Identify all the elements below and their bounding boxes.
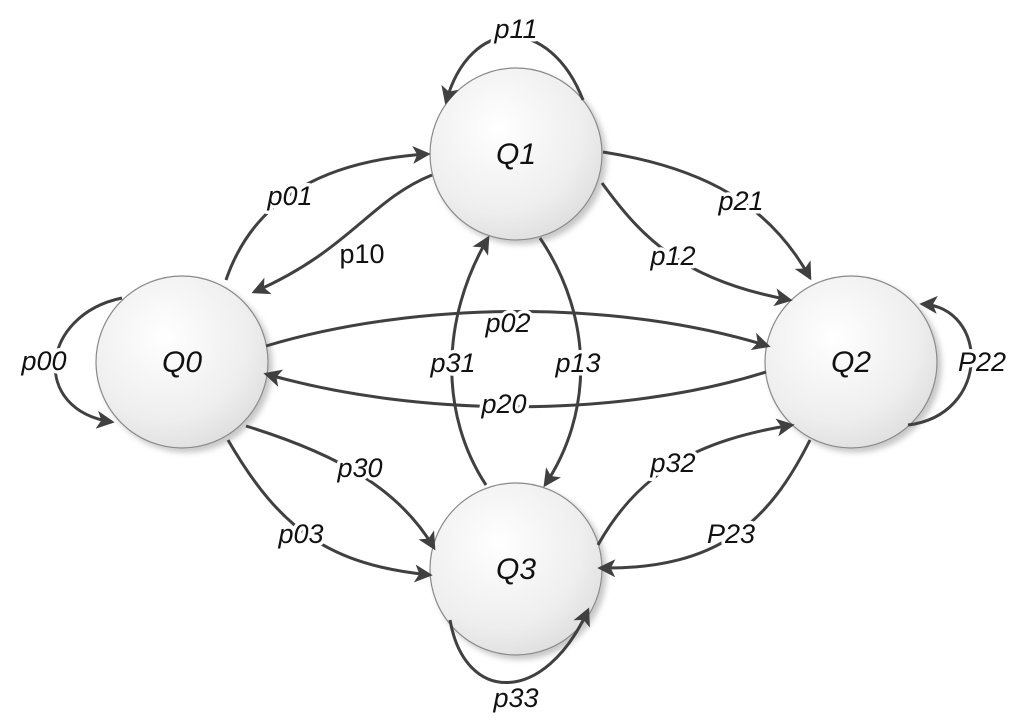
edge-label-p12: p12 — [649, 241, 695, 271]
edge-p31 — [450, 235, 490, 486]
node-q3: Q3 — [429, 482, 603, 656]
edge-p23 — [597, 439, 812, 578]
edge-p01 — [224, 145, 431, 281]
edge-label-p31: p31 — [429, 348, 475, 378]
node-q1-label: Q1 — [496, 138, 536, 171]
edge-label-p01: p01 — [266, 181, 312, 211]
edge-p03 — [226, 439, 433, 583]
edge-label-p11: p11 — [493, 14, 537, 44]
edge-label-p13: p13 — [554, 348, 600, 378]
node-q0-circle — [95, 275, 269, 449]
edge-label-p21: p21 — [717, 186, 763, 216]
edge-label-p22: P22 — [958, 347, 1006, 377]
edge-p00 — [53, 296, 123, 429]
edge-p21 — [602, 150, 812, 281]
edge-p22 — [907, 295, 973, 427]
node-q0: Q0 — [95, 275, 269, 449]
edge-label-p32: p32 — [649, 448, 695, 478]
edge-p12 — [600, 182, 793, 307]
edge-p20 — [263, 369, 767, 409]
edge-label-p10: p10 — [339, 239, 384, 269]
node-q2: Q2 — [764, 275, 938, 449]
edge-p13 — [538, 237, 583, 488]
node-q1: Q1 — [429, 67, 603, 241]
edge-p32 — [596, 418, 795, 546]
edge-p11 — [441, 35, 585, 105]
edge-p30 — [245, 424, 436, 551]
node-q2-label: Q2 — [831, 346, 871, 379]
edge-label-p23: P23 — [707, 519, 755, 549]
edge-label-p33: p33 — [492, 683, 538, 713]
node-q3-label: Q3 — [496, 553, 536, 586]
edge-label-p02: p02 — [484, 308, 530, 338]
edge-p02 — [265, 310, 771, 351]
edge-p10 — [251, 173, 433, 295]
node-q0-label: Q0 — [162, 346, 202, 379]
edge-label-p30: p30 — [336, 453, 382, 483]
edge-label-p00: p00 — [20, 346, 66, 376]
edge-p33 — [448, 607, 590, 684]
edge-label-p03: p03 — [277, 519, 323, 549]
edge-label-p20: p20 — [480, 389, 526, 419]
node-q2-circle — [764, 275, 938, 449]
